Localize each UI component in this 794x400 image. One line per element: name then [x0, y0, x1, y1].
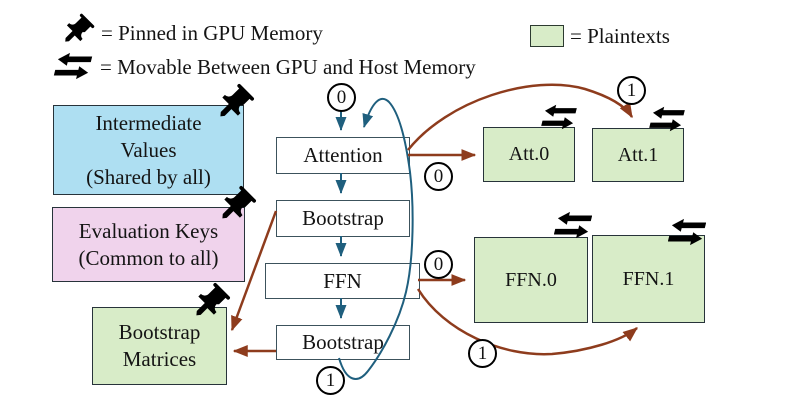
pin-icon: [196, 283, 230, 316]
bootstrap-matrices-line2: Matrices: [122, 347, 197, 371]
swap-arrows-icon: [53, 52, 93, 80]
step-circle-att1: 1: [617, 76, 646, 105]
plaintext-box-att1: Att.1: [592, 128, 684, 182]
intermediate-values-line2: Values: [120, 137, 177, 162]
plaintext-swatch: [530, 25, 564, 47]
step-circle-att0: 0: [424, 162, 453, 191]
evaluation-keys-line2: (Common to all): [78, 245, 219, 270]
swap-arrows-icon: [649, 106, 685, 132]
bootstrap2-label: Bootstrap: [302, 330, 384, 354]
bootstrap-matrices-line1: Bootstrap: [118, 320, 201, 344]
evaluation-keys-line1: Evaluation Keys: [78, 218, 219, 243]
pipeline-stage-bootstrap-2: Bootstrap: [276, 325, 410, 360]
att0-label: Att.0: [508, 143, 550, 165]
step-circle-ffn1-label: 1: [477, 342, 488, 364]
legend-pinned-label: = Pinned in GPU Memory: [101, 21, 323, 45]
pipeline-stage-attention: Attention: [276, 137, 410, 174]
step-circle-att1-label: 1: [626, 79, 637, 101]
evaluation-keys-box: Evaluation Keys (Common to all): [52, 207, 245, 282]
legend-plaintexts-label: = Plaintexts: [570, 24, 670, 48]
step-circle-loop-label: 1: [325, 369, 336, 391]
pipeline-stage-bootstrap-1: Bootstrap: [276, 200, 410, 237]
legend-movable-label: = Movable Between GPU and Host Memory: [100, 55, 476, 79]
ffn1-label: FFN.1: [622, 267, 675, 290]
pin-icon: [65, 13, 95, 42]
step-circle-att0-label: 0: [433, 165, 444, 187]
ffn-label: FFN: [323, 268, 362, 293]
intermediate-values-box: Intermediate Values (Shared by all): [53, 105, 244, 195]
step-circle-loop: 1: [316, 366, 345, 395]
step-circle-input: 0: [327, 83, 356, 112]
step-circle-ffn0: 0: [424, 250, 453, 279]
swap-arrows-icon: [668, 218, 706, 246]
pin-icon: [222, 186, 256, 219]
step-circle-ffn0-label: 0: [433, 253, 444, 275]
bootstrap-matrices-box: Bootstrap Matrices: [92, 307, 227, 385]
att1-label: Att.1: [617, 143, 659, 166]
attention-label: Attention: [303, 143, 383, 167]
pipeline-stage-ffn: FFN: [265, 263, 420, 299]
swap-arrows-icon: [554, 211, 592, 239]
plaintext-box-att0: Att.0: [483, 127, 575, 182]
step-circle-input-label: 0: [336, 86, 347, 108]
plaintext-box-ffn0: FFN.0: [474, 237, 588, 323]
intermediate-values-line3: (Shared by all): [86, 164, 211, 189]
bootstrap1-label: Bootstrap: [302, 206, 384, 230]
step-circle-ffn1: 1: [468, 339, 497, 368]
pin-icon: [220, 84, 254, 117]
swap-arrows-icon: [541, 104, 577, 130]
intermediate-values-line1: Intermediate: [95, 110, 202, 135]
ffn0-label: FFN.0: [505, 268, 557, 291]
plaintext-box-ffn1: FFN.1: [592, 235, 705, 323]
